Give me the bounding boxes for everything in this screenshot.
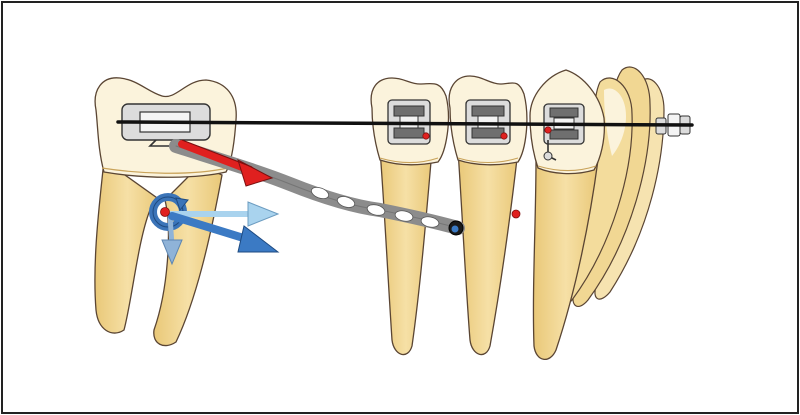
premolar-2-cej: [457, 157, 519, 164]
molar-mesial-root: [94, 158, 162, 334]
canine-root: [532, 159, 599, 360]
canine-cej: [537, 165, 597, 172]
premolar-2-bracket: [465, 99, 511, 145]
premolar-2: [448, 75, 528, 356]
molar-cej: [101, 167, 229, 174]
premolar-2-red-dot: [500, 132, 508, 140]
canine-tooth: [529, 69, 606, 360]
center-of-resistance-dot: [160, 207, 170, 217]
mini-screw-anchor: [448, 220, 464, 236]
traction-force-arrow: [178, 139, 274, 187]
archwire: [116, 120, 694, 127]
premolar-1: [370, 77, 450, 356]
premolar-1-cej: [379, 157, 439, 164]
molar-tooth: [94, 77, 237, 347]
premolar-1-red-dot: [422, 132, 430, 140]
resultant-force-arrow: [168, 212, 280, 253]
incisor-crown-highlight: [604, 88, 626, 156]
molar-hook: [148, 139, 176, 147]
vertical-force-component-arrow: [161, 215, 183, 266]
horizontal-force-component-arrow: [170, 201, 280, 227]
canine-red-dot: [544, 126, 552, 134]
premolar-2-root: [457, 149, 519, 356]
premolar-2-root-red-dot: [511, 209, 521, 219]
